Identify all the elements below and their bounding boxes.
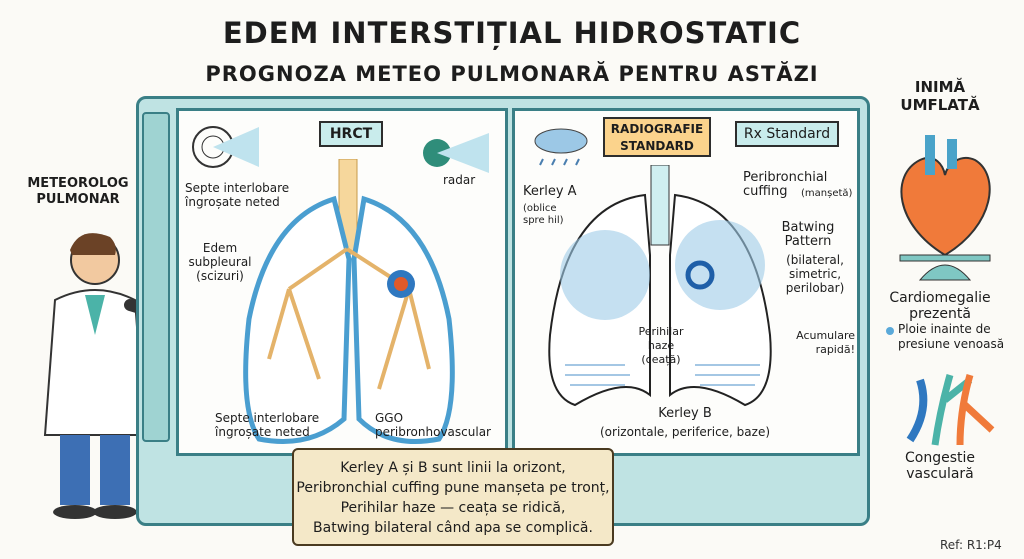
reference-label: Ref: R1:P4 (940, 538, 1002, 552)
poem-line: Batwing bilateral când apa se complică. (313, 520, 593, 536)
board-control-strip (142, 112, 170, 442)
label-kerley-b: Kerley B (658, 406, 712, 421)
label-septe-top: Septe interlobare îngroșate neted (185, 181, 290, 209)
doctor-illustration (43, 233, 186, 519)
heart-title: INIMĂ UMFLATĂ (900, 78, 980, 114)
hrct-badge: HRCT (319, 121, 383, 147)
poem-scroll: Kerley A și B sunt linii la orizont, Per… (292, 448, 614, 546)
label-cuffing-note: (manșetă) (801, 188, 853, 199)
poem-line: Kerley A și B sunt linii la orizont, (340, 460, 566, 476)
poem-line: Peribronchial cuffing pune manșeta pe tr… (296, 480, 610, 496)
hrct-lungs (243, 159, 455, 444)
label-kerley-a: Kerley A (523, 184, 577, 199)
label-accumulation: Acumulare rapidă! (796, 329, 855, 356)
presenter-label: METEOROLOG PULMONAR (27, 176, 129, 207)
label-perihilar: Perihilar haze (ceață) (638, 325, 684, 366)
rx-standard-badge: Rx Standard (735, 121, 839, 147)
label-kerley-b-note: (orizontale, periferice, baze) (599, 425, 771, 439)
label-batwing: Batwing Pattern (781, 220, 835, 249)
label-edem-subpleural: Edem subpleural (scizuri) (188, 241, 252, 283)
label-batwing-note: (bilateral, simetric, perilobar) (785, 253, 845, 295)
label-septe-bottom: Septe interlobare îngroșate neted (215, 411, 320, 439)
page-title: EDEM INTERSTIȚIAL HIDROSTATIC (222, 16, 802, 50)
radar-dish-icon (423, 133, 489, 173)
radar-label: radar (443, 173, 476, 187)
page-subtitle: PROGNOZA METEO PULMONARĂ PENTRU ASTĂZI (205, 62, 819, 86)
label-ggo: GGO peribronhovascular (375, 411, 491, 439)
poem-line: Perihilar haze — ceața se ridică, (340, 500, 566, 516)
blood-vessels-icon (906, 374, 995, 446)
radar-icon (192, 126, 259, 168)
radiography-panel: RADIOGRAFIE STANDARD Rx Standard Kerley … (512, 108, 860, 456)
rain-note: Ploie inainte de presiune venoasă (898, 322, 1005, 351)
rain-cloud-icon (534, 128, 588, 166)
label-cuffing: Peribronchial cuffing (743, 170, 828, 199)
cardiomegaly-label: Cardiomegalie prezentă (889, 290, 991, 322)
heart-on-scale-icon (899, 135, 991, 281)
bullet-dot-icon (886, 327, 894, 335)
radiography-badge: RADIOGRAFIE STANDARD (603, 117, 711, 157)
label-kerley-a-note: (oblice spre hil) (523, 203, 564, 226)
hrct-panel: HRCT radar Septe interlobare îngroșate n… (176, 108, 508, 456)
xray-lungs (548, 165, 772, 407)
congestion-label: Congestie vasculară (905, 450, 975, 482)
